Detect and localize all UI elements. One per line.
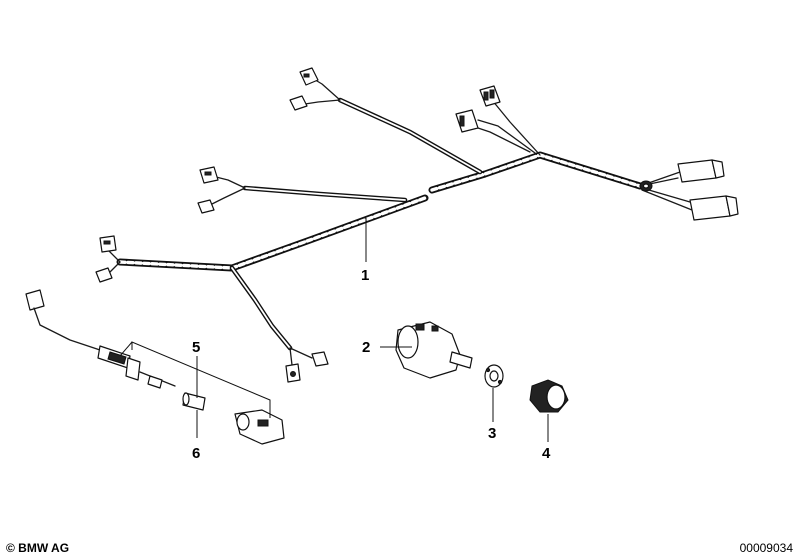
callout-3: 3 [488,425,496,442]
diagram-number: 00009034 [739,541,793,555]
connector-bottom-1 [285,363,301,383]
callout-5: 5 [192,339,200,356]
wiring-harness[interactable] [107,77,693,366]
retaining-ring[interactable] [484,364,504,388]
connector-bottom-2 [311,351,329,367]
cigar-lighter-cable[interactable] [25,289,176,389]
knob[interactable] [529,379,569,413]
plug-top-right-1 [479,85,501,107]
multi-plug-right-1 [677,159,725,183]
callout-1: 1 [361,267,369,284]
callout-4: 4 [542,445,551,462]
holder-socket[interactable] [234,409,285,445]
callout-2: 2 [362,339,370,356]
connector-mid-1 [199,166,219,184]
callout-6: 6 [192,445,200,462]
multi-plug-right-2 [689,195,739,221]
switch-body[interactable] [395,321,473,379]
leader-lines [119,218,549,442]
connector-left-1 [99,235,117,253]
connector-left-2 [95,267,113,283]
copyright-label: © BMW AG [6,541,70,555]
connector-top-2 [289,95,308,111]
sleeve-part-5-6[interactable] [182,392,206,411]
plug-top-right-2 [455,109,479,133]
connector-top-1 [299,67,319,86]
connector-mid-2 [197,199,215,214]
